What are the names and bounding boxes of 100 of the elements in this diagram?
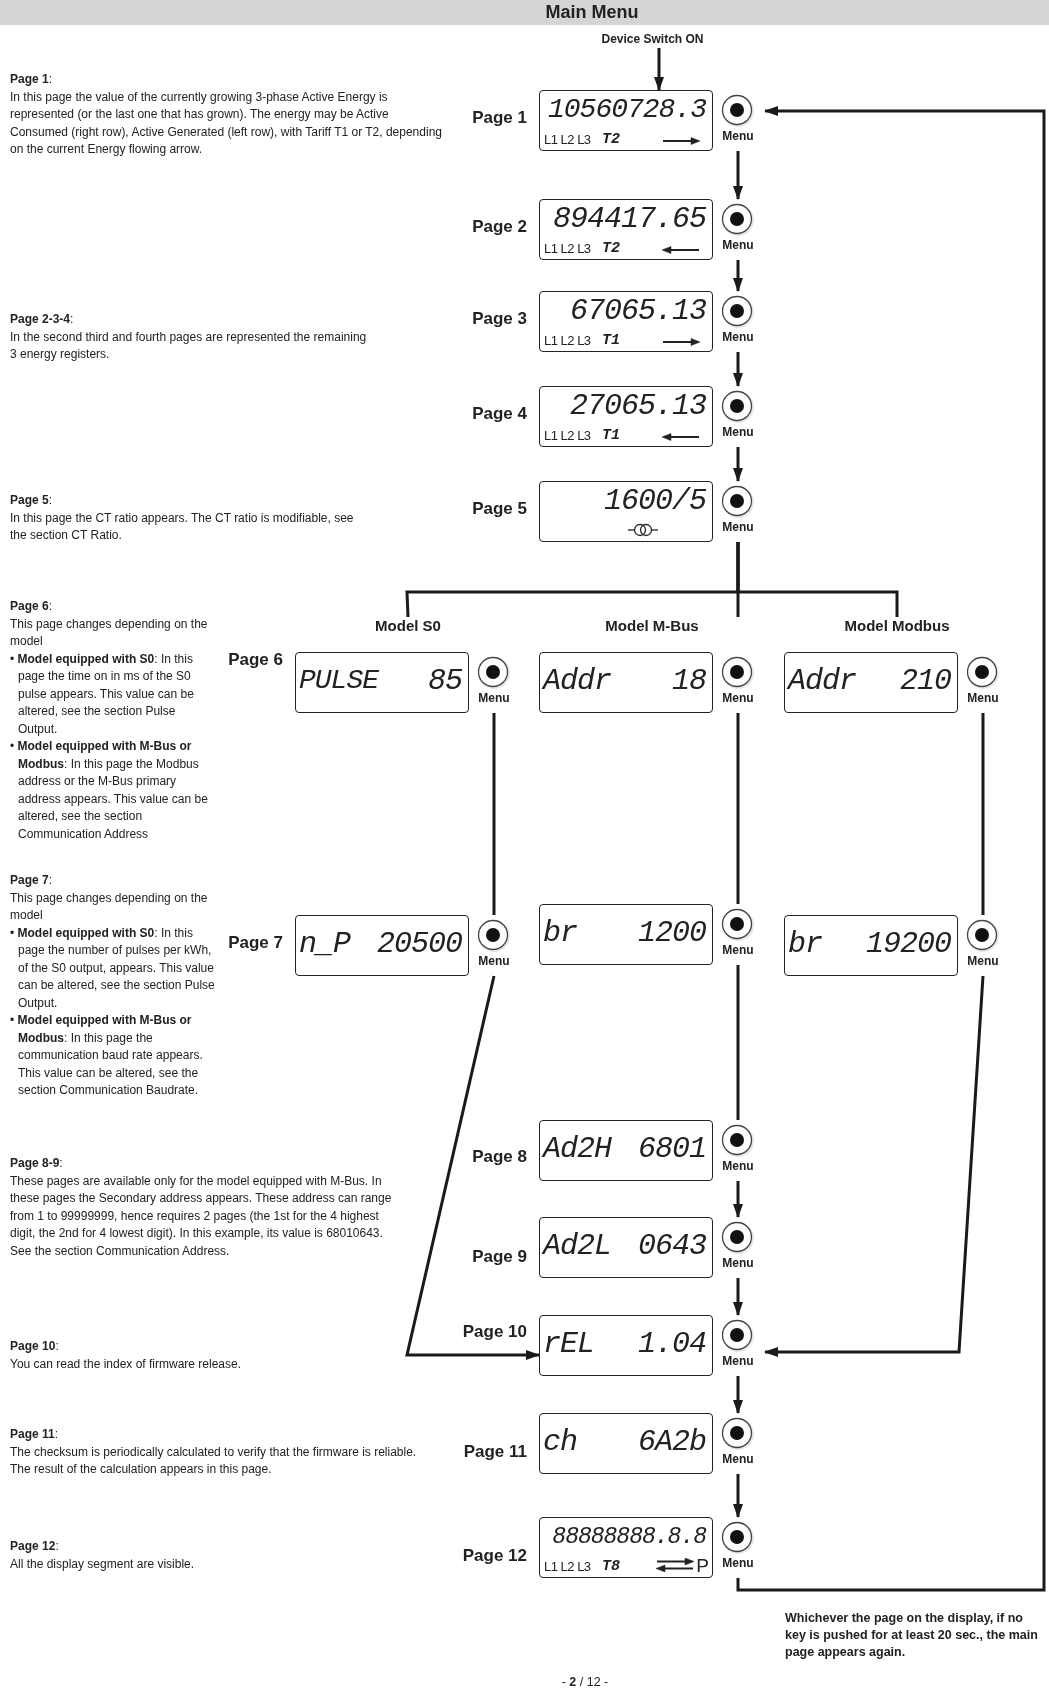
phase-indicators: L1 L2 L3 xyxy=(544,241,591,256)
phase-indicators: L1 L2 L3 xyxy=(544,1559,591,1574)
button-label: Menu xyxy=(721,1354,755,1368)
bullet-item: • Model equipped with M-Bus or Modbus: In this page the communication baud rate appears. This value can be altered, see the section Communication Baudrate. xyxy=(10,1012,204,1099)
tariff-indicator: T2 xyxy=(602,131,620,148)
phase-indicators: L1 L2 L3 xyxy=(544,428,591,443)
lcd-reading: 1600/5 xyxy=(603,484,706,518)
button-label: Menu xyxy=(721,1452,755,1466)
lcd-reading: 6A2b xyxy=(638,1425,706,1459)
description-text: This page changes depending on the model xyxy=(10,889,209,924)
connector-arrow xyxy=(405,975,540,1360)
lcd-reading: 1200 xyxy=(638,916,706,950)
connector-line xyxy=(736,965,740,1120)
lcd-reading: n_P xyxy=(299,927,350,961)
button-label: Menu xyxy=(477,691,511,705)
page-label: Page 6 xyxy=(228,650,283,670)
page-label: Page 3 xyxy=(472,309,527,329)
tariff-indicator: T2 xyxy=(602,240,620,257)
lcd-reading: ch xyxy=(543,1425,577,1459)
connector-arrow xyxy=(733,1474,743,1518)
button-label: Menu xyxy=(721,1159,755,1173)
section-heading: Page 10: xyxy=(10,1338,60,1355)
button-label: Menu xyxy=(721,238,755,252)
lcd-reading: PULSE xyxy=(299,664,378,698)
description-text: In the second third and fourth pages are represented the remaining 3 energy registers. xyxy=(10,328,368,363)
lcd-reading: 10560728.3 xyxy=(547,93,706,127)
button-label: Menu xyxy=(966,954,1000,968)
page-number: - 2 / 12 - xyxy=(560,1674,610,1691)
section-heading: Page 12: xyxy=(10,1538,60,1555)
lcd-reading: 210 xyxy=(900,664,951,698)
description-text: These pages are available only for the model equipped with M-Bus. In these pages the Secondary address appears. These address can range from 1 to 99999999, hence requires 2 pages (the 1st for the 4 highest digit, the 2nd for 4 lowest digit). In this example, its value is 68010643. See the section Communication Address. xyxy=(10,1172,393,1260)
phase-indicators: L1 L2 L3 xyxy=(544,132,591,147)
connector-arrow xyxy=(733,447,743,482)
connector-arrow xyxy=(654,48,664,91)
page-label: Page 5 xyxy=(472,499,527,519)
section-heading: Page 11: xyxy=(10,1426,60,1443)
section-heading: Page 8-9: xyxy=(10,1155,64,1172)
connector-arrow xyxy=(733,1181,743,1218)
page-label: Page 12 xyxy=(462,1546,527,1566)
lcd-reading: 19200 xyxy=(866,927,951,961)
connector-arrow xyxy=(733,352,743,387)
page-label: Page 4 xyxy=(472,404,527,424)
connector-arrow xyxy=(733,1278,743,1316)
indicator: P xyxy=(696,1556,709,1576)
column-heading: Model M-Bus xyxy=(604,617,700,635)
description-text: In this page the CT ratio appears. The CT ratio is modifiable, see the section CT Ratio. xyxy=(10,509,355,544)
button-label: Menu xyxy=(721,330,755,344)
page-label: Page 1 xyxy=(472,108,527,128)
page-label: Page 8 xyxy=(472,1147,527,1167)
lcd-reading: rEL xyxy=(543,1327,594,1361)
section-heading: Page 7: xyxy=(10,872,54,889)
tariff-indicator: T1 xyxy=(602,332,620,349)
lcd-reading: 18 xyxy=(672,664,706,698)
note-text: Whichever the page on the display, if no key is pushed for at least 20 sec., the main page appears again. xyxy=(785,1610,1039,1661)
lcd-reading: 85 xyxy=(428,664,462,698)
button-label: Menu xyxy=(721,691,755,705)
lcd-reading: br xyxy=(543,916,577,950)
phase-indicators: L1 L2 L3 xyxy=(544,333,591,348)
connector-line xyxy=(981,713,985,915)
lcd-reading: 6801 xyxy=(638,1132,706,1166)
connector-line xyxy=(492,713,496,915)
description-text: All the display segment are visible. xyxy=(10,1555,196,1573)
button-label: Menu xyxy=(477,954,511,968)
connector-arrow xyxy=(736,106,1046,1592)
section-heading: Page 1: xyxy=(10,71,54,88)
lcd-reading: 1.04 xyxy=(638,1327,706,1361)
description-text: In this page the value of the currently growing 3-phase Active Energy is represented (or the last one that has grown). The energy may be Active Consumed (right row), Active Generated (left row), with Tariff T1 or T2, depending on the current Energy flowing arrow. xyxy=(10,88,443,158)
lcd-reading: 88888888.8.8 xyxy=(552,1523,706,1552)
page-label: Page 10 xyxy=(462,1322,527,1342)
lcd-reading: 894417.65 xyxy=(552,202,706,236)
section-heading: Page 5: xyxy=(10,492,54,509)
connector-line xyxy=(736,542,899,617)
page-label: Page 9 xyxy=(472,1247,527,1267)
title: Main Menu xyxy=(545,1,639,23)
connector-arrow xyxy=(733,151,743,200)
button-label: Menu xyxy=(721,1556,755,1570)
connector-line xyxy=(736,713,740,904)
button-label: Menu xyxy=(721,129,755,143)
tariff-indicator: T8 xyxy=(602,1558,620,1575)
button-label: Menu xyxy=(966,691,1000,705)
description-text: This page changes depending on the model xyxy=(10,615,209,650)
connector-arrow xyxy=(764,975,985,1357)
column-heading: Model S0 xyxy=(374,617,442,635)
section-heading: Page 2-3-4: xyxy=(10,311,75,328)
bullet-item: • Model equipped with S0: In this page the time on in ms of the S0 pulse appears. This value can be altered, see the section Pulse Output. xyxy=(10,650,195,738)
lcd-reading: 0643 xyxy=(638,1229,706,1263)
page-label: Page 11 xyxy=(463,1442,527,1462)
button-label: Menu xyxy=(721,425,755,439)
page-label: Page 2 xyxy=(472,217,527,237)
connector-arrow xyxy=(733,260,743,292)
lcd-reading: br xyxy=(788,927,822,961)
bullet-item: • Model equipped with M-Bus or Modbus: In this page the Modbus address or the M-Bus primary address appears. This value can be altered, see the section Communication Address xyxy=(10,738,209,843)
lcd-reading: Ad2L xyxy=(543,1229,611,1263)
button-label: Menu xyxy=(721,943,755,957)
page-label: Page 7 xyxy=(228,933,283,953)
column-heading: Model Modbus xyxy=(843,617,951,635)
connector-arrow xyxy=(733,1376,743,1414)
tariff-indicator: T1 xyxy=(602,427,620,444)
lcd-reading: Ad2H xyxy=(543,1132,611,1166)
description-text: You can read the index of firmware release. xyxy=(10,1355,243,1373)
